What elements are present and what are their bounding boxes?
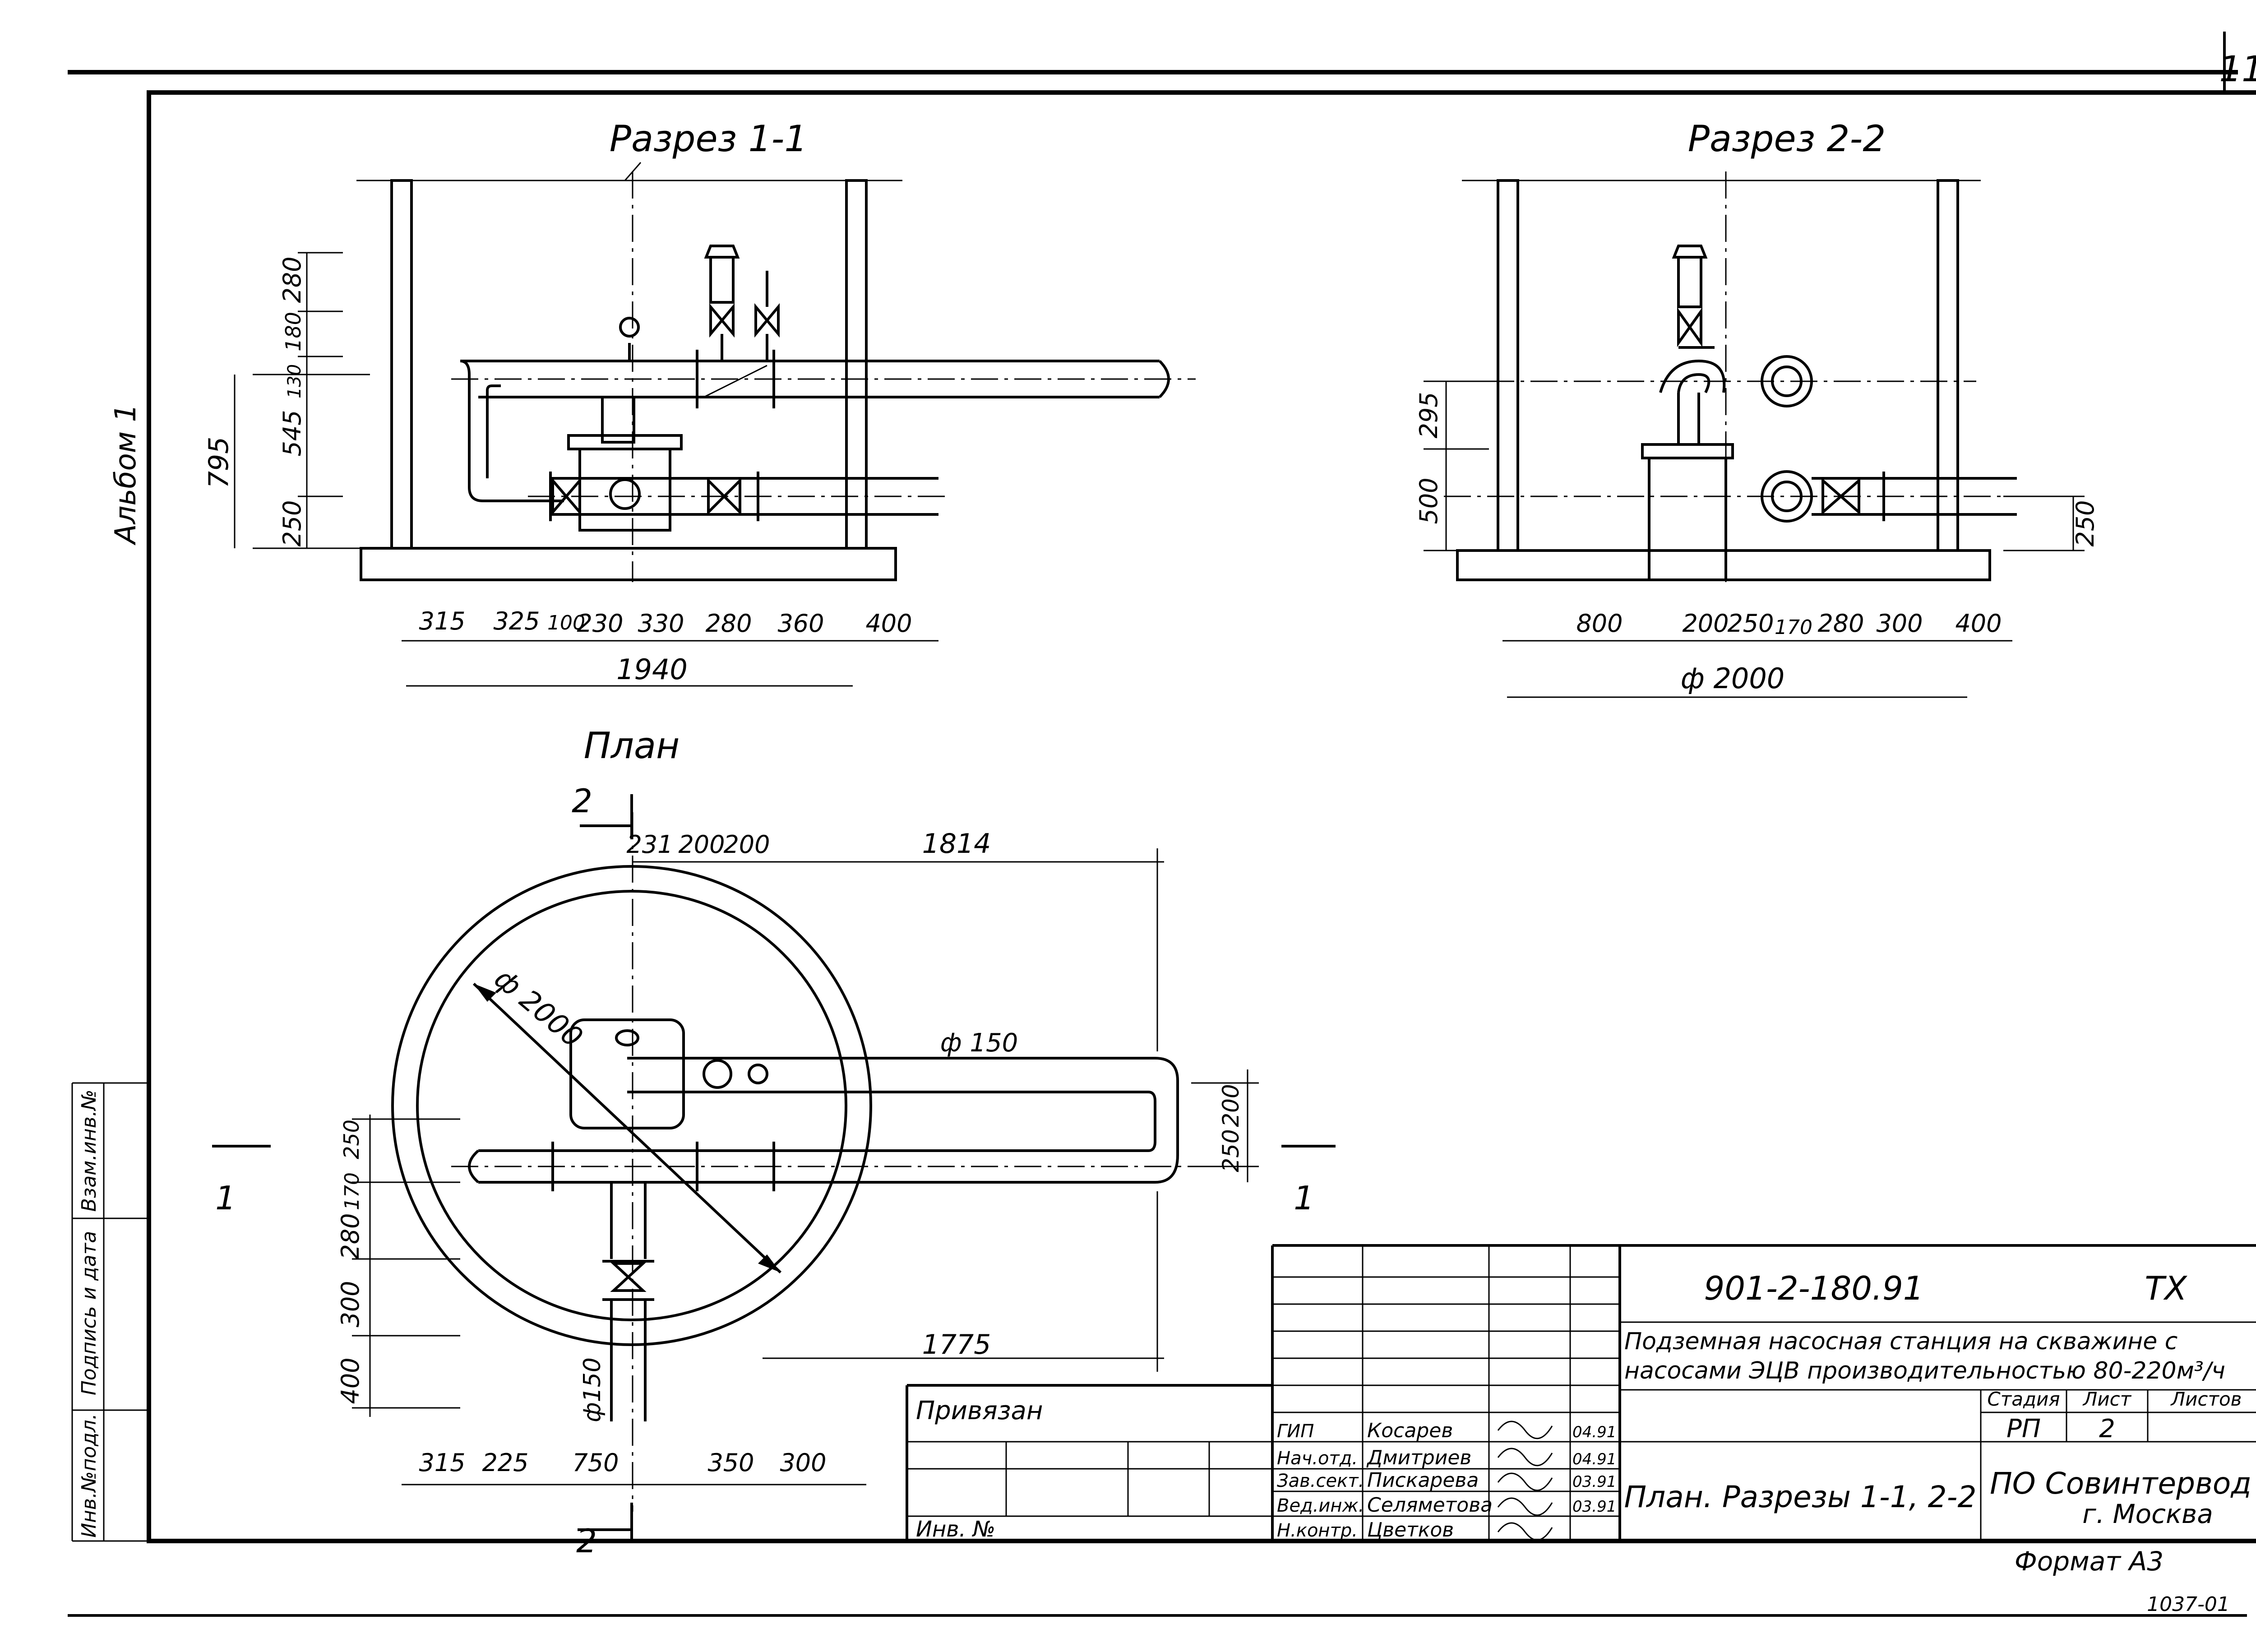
s1-vdim-180: 180 bbox=[281, 312, 305, 352]
section-2-2: Разрез 2-2 bbox=[1424, 118, 2085, 698]
tb-organization: ПО Совинтервод bbox=[1990, 1466, 2251, 1501]
s1-hdim-315: 315 bbox=[419, 607, 465, 635]
s1-hdim-100: 100 bbox=[547, 611, 585, 634]
s1-hdim-400: 400 bbox=[865, 609, 912, 638]
plan-title: План bbox=[584, 725, 680, 767]
s2-hdim-280: 280 bbox=[1817, 609, 1864, 638]
s1-vdim-795: 795 bbox=[203, 437, 235, 489]
tb-description-line1: Подземная насосная станция на скважине с bbox=[1624, 1328, 2177, 1355]
signature-marks bbox=[1497, 1421, 1553, 1541]
title-block bbox=[906, 1244, 2256, 1541]
plan-ldim-400: 400 bbox=[336, 1357, 365, 1404]
plan-bdim-750: 750 bbox=[572, 1448, 619, 1477]
tb-city: г. Москва bbox=[2082, 1499, 2213, 1529]
s1-vdim-130: 130 bbox=[284, 364, 305, 398]
plan-dim-200a: 200 bbox=[678, 830, 725, 859]
plan-dim-200b: 200 bbox=[723, 830, 770, 859]
s1-vdim-250: 250 bbox=[278, 500, 306, 546]
sheet-inventory-code: 1037-01 bbox=[2147, 1593, 2230, 1616]
tb-header-stage: Стадия bbox=[1987, 1388, 2060, 1410]
cut-mark-2-bottom: 2 bbox=[576, 1522, 597, 1560]
s1-hdim-325: 325 bbox=[493, 607, 540, 635]
section-1-title: Разрез 1-1 bbox=[610, 118, 807, 160]
side-stamp-inventory: Инв.№подл. bbox=[78, 1413, 101, 1538]
staff-date-3: 03.91 bbox=[1572, 1473, 1616, 1491]
s1-total-1940: 1940 bbox=[616, 653, 688, 686]
side-stamp-replaced: Взам.инв.№ bbox=[78, 1090, 101, 1212]
plan-ldim-300: 300 bbox=[336, 1281, 365, 1327]
s1-vdim-545: 545 bbox=[278, 410, 306, 456]
tb-drawing-title: План. Разрезы 1-1, 2-2 bbox=[1624, 1480, 1977, 1514]
tb-document-code: 901-2-180.91 bbox=[1704, 1269, 1923, 1307]
s2-hdim-300: 300 bbox=[1876, 609, 1923, 638]
sheet-frame bbox=[68, 32, 2256, 1617]
s1-vdim-280: 280 bbox=[278, 256, 306, 303]
shaft-inner-circle bbox=[416, 890, 847, 1321]
staff-name-2: Дмитриев bbox=[1366, 1446, 1471, 1469]
staff-role-2: Нач.отд. bbox=[1277, 1448, 1358, 1469]
s2-vdim-250: 250 bbox=[2071, 500, 2099, 546]
s2-hdim-800: 800 bbox=[1576, 609, 1623, 638]
staff-date-4: 03.91 bbox=[1572, 1498, 1616, 1516]
cut-mark-1-left: 1 bbox=[215, 1179, 236, 1217]
tb-sheet-value: 2 bbox=[2099, 1414, 2115, 1444]
plan-bdim-315: 315 bbox=[419, 1448, 465, 1477]
tb-header-sheets: Листов bbox=[2170, 1388, 2242, 1410]
section-1-1: Разрез 1-1 bbox=[234, 118, 1196, 687]
s2-total-2000: ф 2000 bbox=[1681, 662, 1785, 695]
tb-inventory-label: Инв. № bbox=[916, 1517, 995, 1542]
cut-mark-1-right: 1 bbox=[1294, 1179, 1314, 1217]
s2-vdim-295: 295 bbox=[1415, 392, 1443, 438]
tb-bound-label: Привязан bbox=[916, 1396, 1043, 1425]
plan-rdim-250: 250 bbox=[1218, 1129, 1244, 1172]
album-label: Альбом 1 bbox=[109, 404, 143, 546]
plan-rdim-200: 200 bbox=[1218, 1084, 1244, 1127]
side-stamp-signature: Подпись и дата bbox=[78, 1231, 101, 1395]
sheet-format: Формат А3 bbox=[2015, 1546, 2164, 1577]
plan-ldim-250: 250 bbox=[339, 1120, 364, 1159]
staff-name-5: Цветков bbox=[1367, 1518, 1454, 1541]
plan-pipe-diameter: ф 150 bbox=[940, 1028, 1018, 1058]
s2-hdim-200: 200 bbox=[1682, 609, 1729, 638]
staff-date-1: 04.91 bbox=[1572, 1423, 1616, 1441]
s1-hdim-280: 280 bbox=[705, 609, 752, 638]
s1-hdim-330: 330 bbox=[638, 609, 684, 638]
plan-ldim-170: 170 bbox=[341, 1172, 364, 1210]
tb-description-line2: насосами ЭЦВ производительностью 80-220м… bbox=[1624, 1357, 2225, 1384]
staff-name-3: Пискарева bbox=[1367, 1469, 1479, 1492]
staff-name-4: Селяметова bbox=[1367, 1494, 1493, 1517]
plan-diameter-2000: ф 2000 bbox=[488, 962, 589, 1054]
plan-ldim-280: 280 bbox=[336, 1213, 365, 1259]
s2-hdim-250: 250 bbox=[1727, 609, 1774, 638]
tb-stage-value: РП bbox=[2006, 1414, 2041, 1444]
plan-view: План bbox=[212, 725, 1336, 1543]
plan-riser-diameter: ф150 bbox=[579, 1357, 606, 1422]
staff-name-1: Косарев bbox=[1367, 1419, 1453, 1442]
s2-hdim-170: 170 bbox=[1775, 616, 1812, 639]
shaft-outer-circle bbox=[391, 865, 872, 1346]
cut-mark-2-top: 2 bbox=[572, 782, 592, 820]
staff-role-3: Зав.сект. bbox=[1277, 1471, 1364, 1491]
staff-role-4: Вед.инж. bbox=[1277, 1495, 1364, 1516]
sheet-number: 11 bbox=[2219, 49, 2256, 90]
plan-bdim-225: 225 bbox=[482, 1448, 528, 1477]
staff-role-5: Н.контр. bbox=[1277, 1520, 1358, 1541]
staff-date-2: 04.91 bbox=[1572, 1450, 1616, 1468]
s2-hdim-400: 400 bbox=[1955, 609, 2002, 638]
plan-dim-1814: 1814 bbox=[922, 828, 991, 860]
tb-document-mark: ТХ bbox=[2145, 1269, 2187, 1307]
s1-hdim-230: 230 bbox=[577, 609, 623, 638]
staff-role-1: ГИП bbox=[1277, 1421, 1314, 1442]
plan-bdim-300: 300 bbox=[780, 1448, 826, 1477]
plan-dim-1775: 1775 bbox=[922, 1329, 991, 1360]
s1-hdim-360: 360 bbox=[777, 609, 824, 638]
s2-vdim-500: 500 bbox=[1415, 477, 1443, 524]
plan-dim-231: 231 bbox=[626, 830, 673, 859]
section-2-title: Разрез 2-2 bbox=[1688, 118, 1886, 160]
plan-bdim-350: 350 bbox=[707, 1448, 754, 1477]
tb-header-sheet: Лист bbox=[2082, 1388, 2132, 1410]
